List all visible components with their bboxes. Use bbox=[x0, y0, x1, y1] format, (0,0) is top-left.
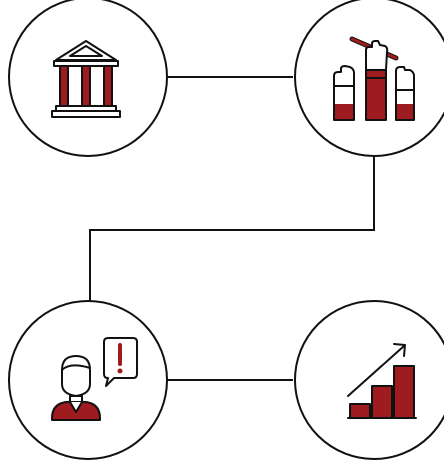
connectors bbox=[89, 76, 375, 381]
raised-hands-vote-icon bbox=[333, 36, 415, 121]
node-person-alert bbox=[8, 300, 168, 460]
node-growth-chart bbox=[294, 300, 444, 460]
node-raised-hands bbox=[294, 0, 444, 157]
person-alert-speech-icon bbox=[51, 337, 138, 421]
growth-chart-icon bbox=[347, 343, 417, 419]
node-circle bbox=[294, 300, 444, 460]
connector-hands-to-person bbox=[89, 155, 375, 303]
government-building-icon bbox=[51, 40, 121, 118]
node-government-building bbox=[8, 0, 168, 157]
